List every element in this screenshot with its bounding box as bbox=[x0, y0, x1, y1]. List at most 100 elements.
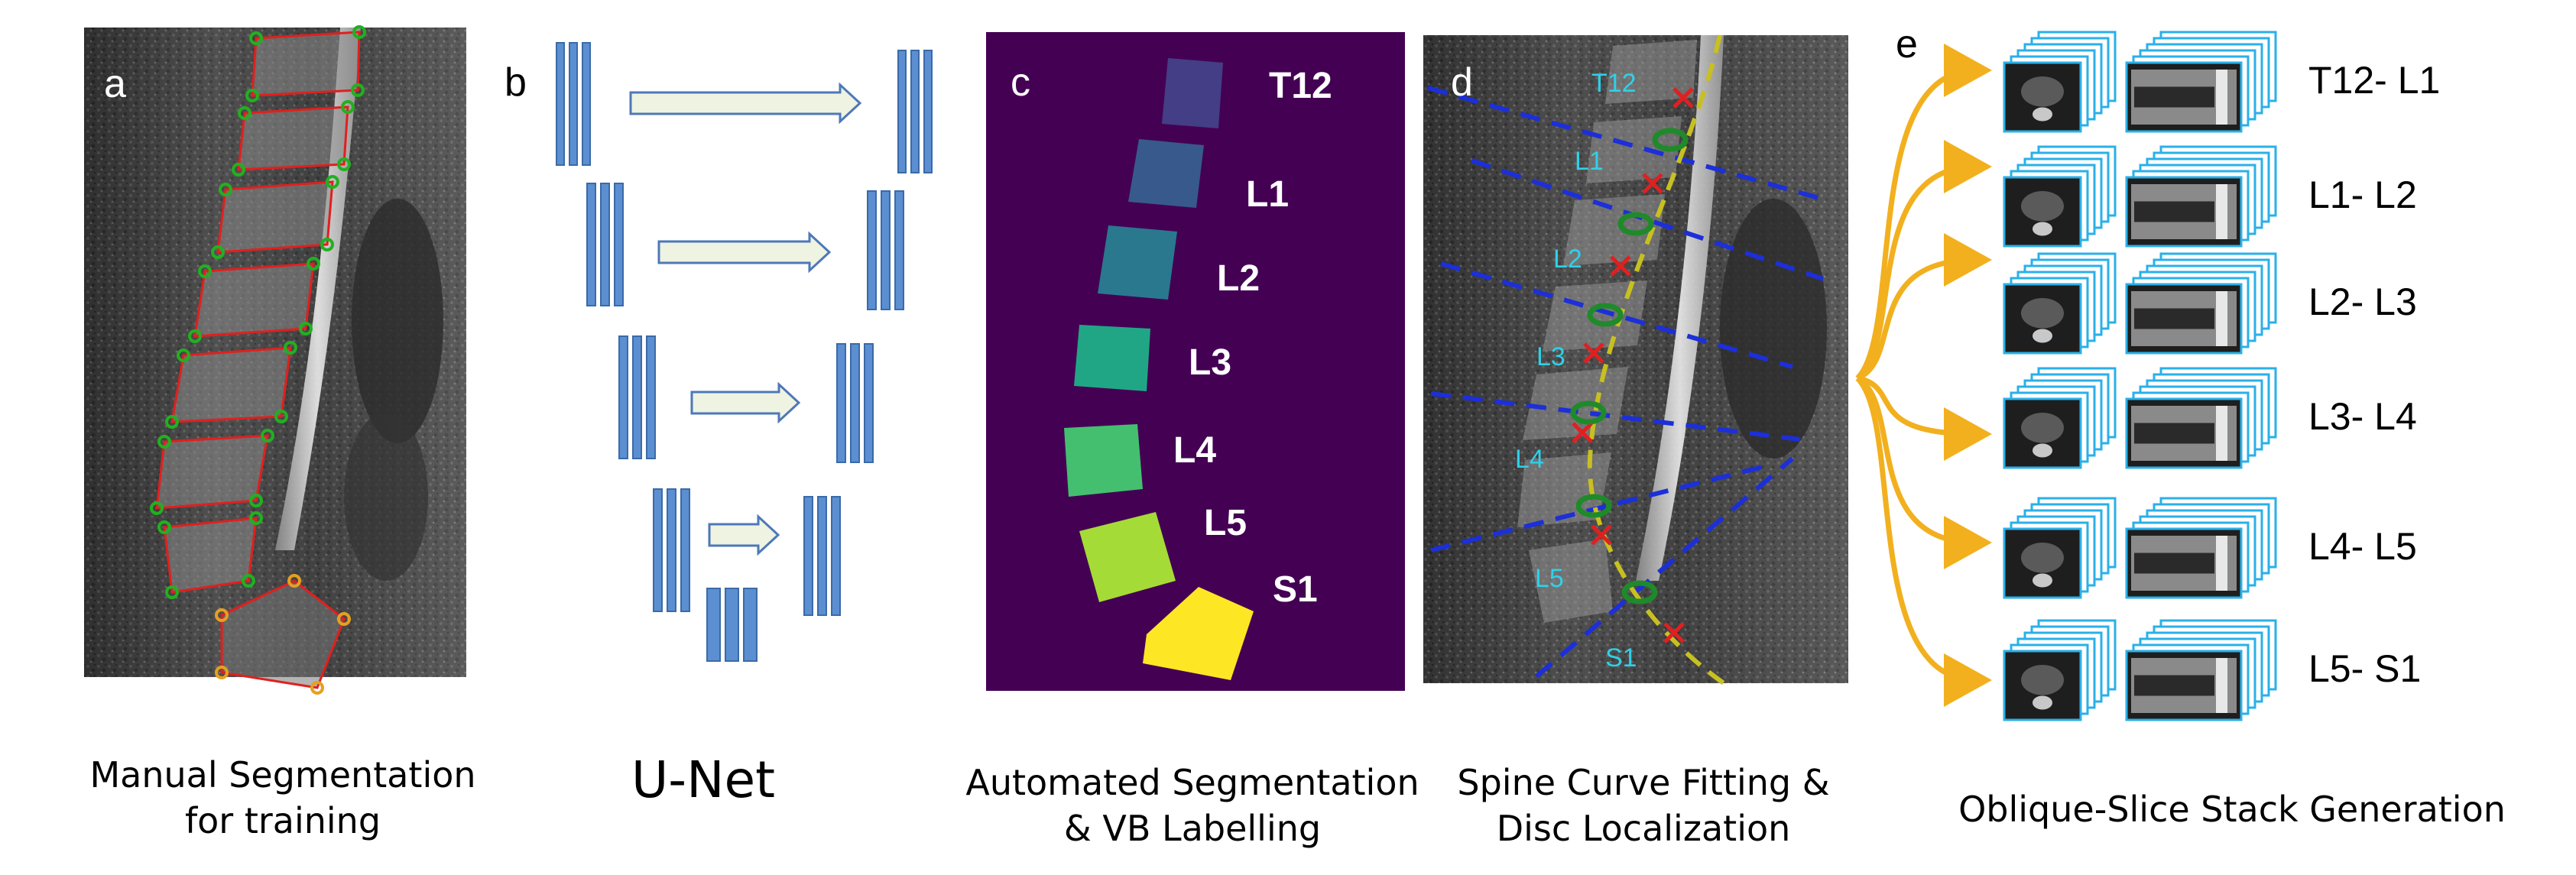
sacrum-point bbox=[310, 681, 324, 695]
fan-arrow bbox=[1857, 375, 1992, 461]
spinal-canal bbox=[2033, 329, 2052, 343]
landmark-point bbox=[249, 31, 263, 45]
landmark-point bbox=[307, 257, 320, 271]
segmentation-outline bbox=[237, 105, 349, 171]
disc-center-point bbox=[1652, 128, 1689, 152]
disc-axial-cross-section bbox=[2021, 190, 2064, 222]
skip-connection-arrow bbox=[657, 231, 832, 274]
disc-axial-cross-section bbox=[2021, 665, 2064, 695]
segmented-vertebra-l1 bbox=[1128, 139, 1204, 208]
vertebra-label: L1 bbox=[1246, 174, 1289, 215]
vertebral-body bbox=[252, 32, 359, 96]
disc-plane-line bbox=[1535, 456, 1794, 679]
unet-feature-map bbox=[706, 588, 721, 662]
caption-e: Oblique-Slice Stack Generation bbox=[1926, 787, 2538, 833]
segmented-vertebra-s1 bbox=[1143, 587, 1254, 680]
spinal-canal bbox=[2033, 222, 2052, 236]
unet-feature-map bbox=[569, 42, 578, 166]
fit-label: T12 bbox=[1591, 69, 1637, 98]
disc-level-label: L5- S1 bbox=[2308, 647, 2421, 690]
disc-level-label: L1- L2 bbox=[2308, 173, 2417, 216]
panel-d-letter: d bbox=[1451, 60, 1473, 105]
caption-d: Spine Curve Fitting & Disc Localization bbox=[1437, 760, 1850, 852]
unet-feature-map bbox=[803, 496, 813, 616]
panel-c-letter: c bbox=[1011, 60, 1030, 105]
landmark-point bbox=[320, 238, 334, 251]
segmented-vertebra-l5 bbox=[1079, 512, 1176, 602]
disc-level-label: T12- L1 bbox=[2308, 59, 2440, 102]
unet-feature-map bbox=[897, 50, 907, 173]
unet-feature-map bbox=[831, 496, 841, 616]
centroid-marker bbox=[1663, 622, 1685, 643]
fit-label: L5 bbox=[1535, 564, 1564, 593]
centroid-marker bbox=[1583, 342, 1604, 364]
landmark-point bbox=[326, 175, 339, 189]
skip-connection-arrow bbox=[629, 82, 862, 125]
disc-center-point bbox=[1575, 494, 1612, 518]
sacrum-point bbox=[215, 608, 229, 622]
unet-feature-map bbox=[667, 488, 676, 612]
unet-feature-map bbox=[817, 496, 827, 616]
landmark-point bbox=[188, 329, 202, 343]
sacrum-outline bbox=[220, 579, 346, 689]
landmark-point bbox=[157, 520, 171, 534]
vertebral-body bbox=[157, 436, 268, 508]
landmark-point bbox=[150, 501, 164, 515]
panel-e-letter: e bbox=[1896, 22, 1918, 66]
vertebra-label: L4 bbox=[1173, 430, 1216, 471]
unet-feature-map bbox=[586, 183, 596, 306]
panel-a-letter: a bbox=[104, 62, 126, 106]
unet-feature-map bbox=[910, 50, 920, 173]
canal-sagittal bbox=[2216, 658, 2227, 713]
spinal-canal bbox=[2033, 573, 2052, 588]
fit-label: L1 bbox=[1575, 147, 1604, 176]
disc-axial-cross-section bbox=[2021, 543, 2064, 573]
disc-center-point bbox=[1587, 303, 1624, 327]
landmark-point bbox=[157, 435, 171, 449]
panel-a-vertebrae bbox=[150, 25, 366, 695]
vertebral-body bbox=[1563, 194, 1665, 266]
vertebra-label: T12 bbox=[1269, 66, 1332, 106]
caption-c-line1: Automated Segmentation bbox=[965, 762, 1419, 803]
fan-arrow bbox=[1856, 233, 1992, 381]
spinal-canal bbox=[2033, 107, 2052, 122]
landmark-point bbox=[337, 157, 351, 171]
sacrum-body bbox=[222, 581, 344, 688]
canal-sagittal bbox=[2216, 291, 2227, 346]
landmark-point bbox=[242, 574, 255, 588]
landmark-point bbox=[341, 100, 355, 114]
unet-feature-map bbox=[680, 488, 690, 612]
fan-arrow bbox=[1855, 376, 1992, 707]
caption-a-line2: for training bbox=[184, 799, 381, 841]
vertebral-body bbox=[238, 107, 348, 170]
disc-axial-cross-section bbox=[2021, 298, 2064, 329]
sacrum-point bbox=[287, 574, 301, 588]
landmark-point bbox=[299, 322, 313, 335]
unet-feature-map bbox=[850, 343, 860, 463]
disc-sagittal bbox=[2134, 553, 2214, 574]
unet-feature-map bbox=[923, 50, 933, 173]
landmark-point bbox=[198, 264, 212, 278]
vertebra-label: L5 bbox=[1204, 503, 1247, 543]
unet-feature-map bbox=[864, 343, 874, 463]
canal-sagittal bbox=[2216, 70, 2227, 125]
segmentation-outline bbox=[251, 31, 361, 97]
unet-feature-map bbox=[632, 335, 642, 459]
vertebral-body bbox=[1605, 40, 1697, 104]
caption-a-line1: Manual Segmentation bbox=[89, 754, 476, 796]
caption-b: U-Net bbox=[535, 747, 871, 813]
landmark-point bbox=[219, 183, 232, 196]
landmark-point bbox=[238, 106, 251, 120]
caption-b-line1: U-Net bbox=[631, 750, 775, 809]
landmark-point bbox=[249, 494, 263, 507]
caption-a: Manual Segmentation for training bbox=[46, 753, 520, 844]
segmentation-outline bbox=[155, 434, 269, 510]
centroid-marker bbox=[1572, 422, 1593, 443]
disc-level-label: L4- L5 bbox=[2308, 525, 2417, 568]
canal-sagittal bbox=[2216, 184, 2227, 239]
unet-feature-map bbox=[743, 588, 758, 662]
spinal-canal bbox=[2033, 443, 2052, 458]
